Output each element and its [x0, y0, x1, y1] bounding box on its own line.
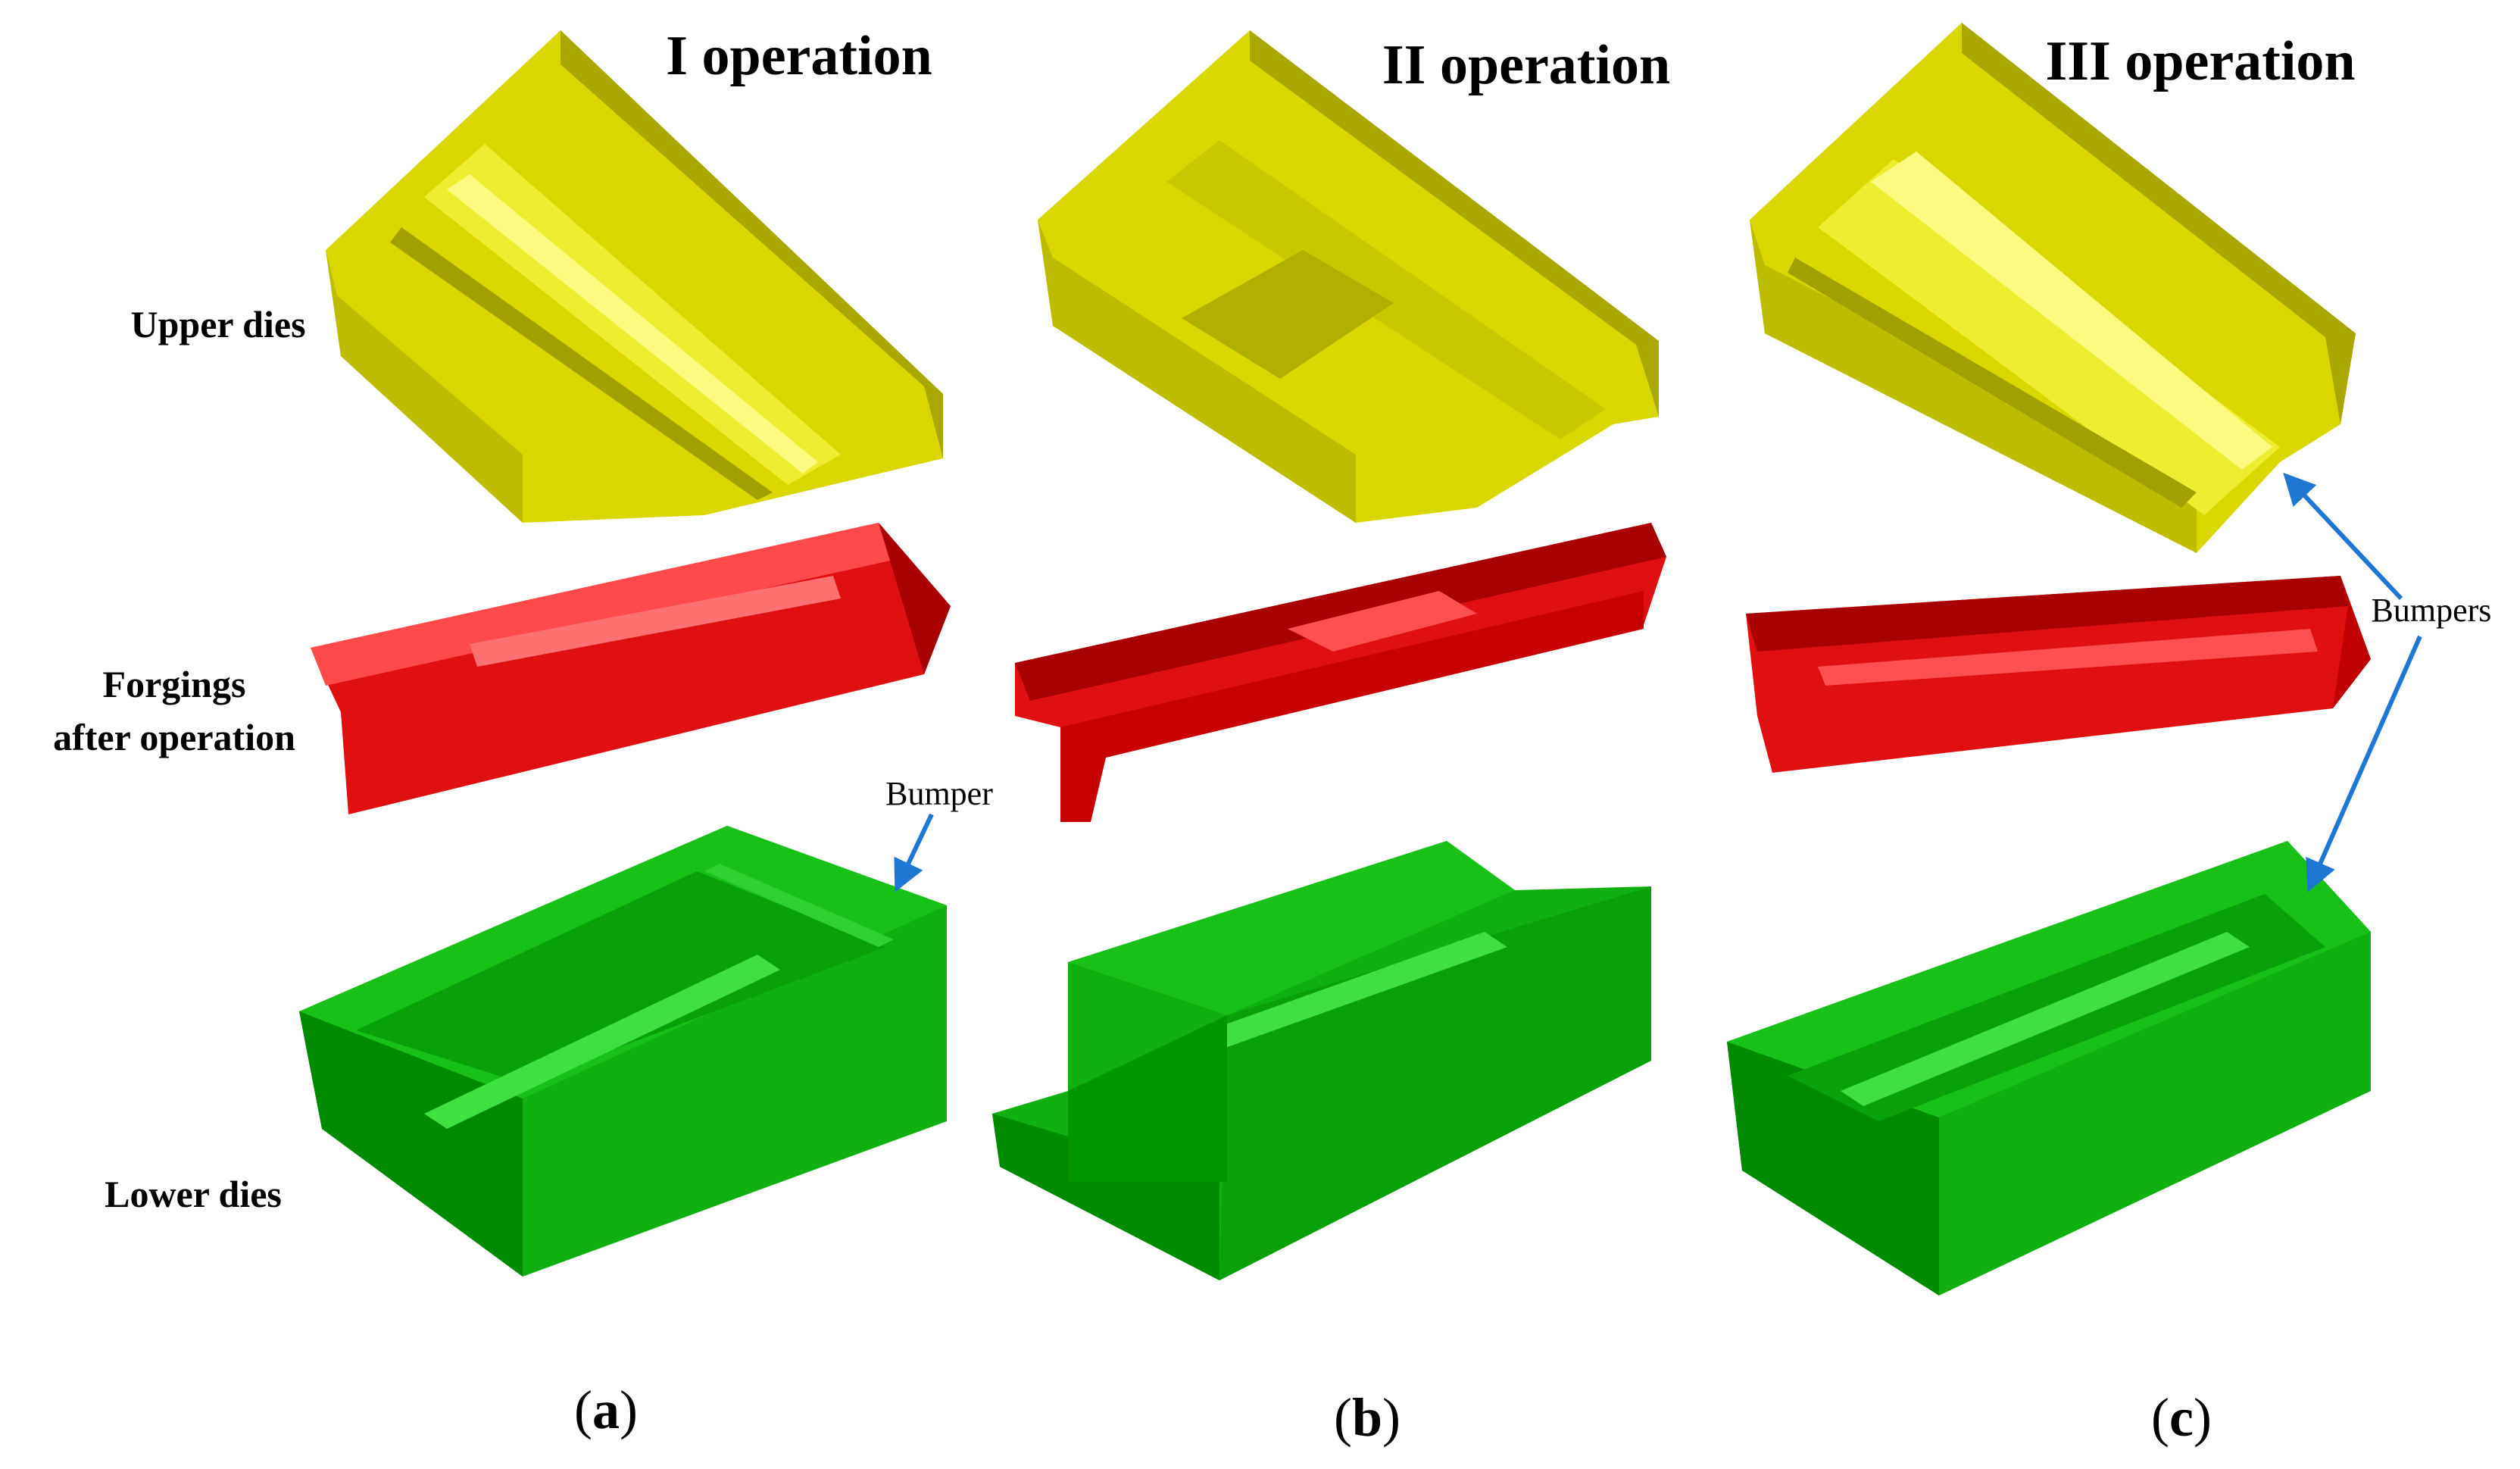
row-label-lower-dies: Lower dies — [105, 1173, 282, 1215]
upper-die-2 — [1038, 30, 1659, 523]
annotation-bumper: Bumper — [885, 775, 993, 812]
caption-b: (b) — [1334, 1387, 1401, 1448]
row-label-forgings: Forgings — [103, 663, 246, 705]
caption-b-open: ( — [1334, 1387, 1352, 1448]
caption-a-letter: a — [592, 1380, 620, 1440]
forging-3 — [1746, 576, 2371, 773]
caption-c-open: ( — [2151, 1387, 2169, 1448]
lower-die-2 — [992, 841, 1651, 1280]
upper-die-1 — [326, 30, 943, 523]
header-operation-1: I operation — [666, 25, 932, 87]
lower-die-1 — [299, 826, 947, 1277]
forging-2 — [1015, 523, 1666, 822]
caption-c-letter: c — [2169, 1387, 2194, 1448]
bumpers-arrow-upper — [2283, 472, 2403, 601]
caption-b-letter: b — [1352, 1387, 1382, 1448]
bumper-arrow — [894, 813, 934, 892]
header-operation-2: II operation — [1382, 34, 1670, 96]
caption-c: (c) — [2151, 1387, 2212, 1448]
bumpers-arrow-lower — [2306, 635, 2422, 892]
forging-1 — [311, 523, 951, 814]
caption-a-open: ( — [574, 1380, 592, 1440]
caption-a-close: ) — [620, 1380, 638, 1440]
row-label-upper-dies: Upper dies — [130, 303, 305, 345]
annotation-bumpers: Bumpers — [2372, 592, 2492, 629]
header-operation-3: III operation — [2045, 30, 2355, 92]
caption-b-close: ) — [1382, 1387, 1401, 1448]
caption-c-close: ) — [2194, 1387, 2212, 1448]
row-label-after-operation: after operation — [53, 716, 295, 758]
caption-a: (a) — [574, 1380, 638, 1440]
upper-die-3 — [1750, 23, 2356, 553]
lower-die-3 — [1727, 841, 2371, 1296]
